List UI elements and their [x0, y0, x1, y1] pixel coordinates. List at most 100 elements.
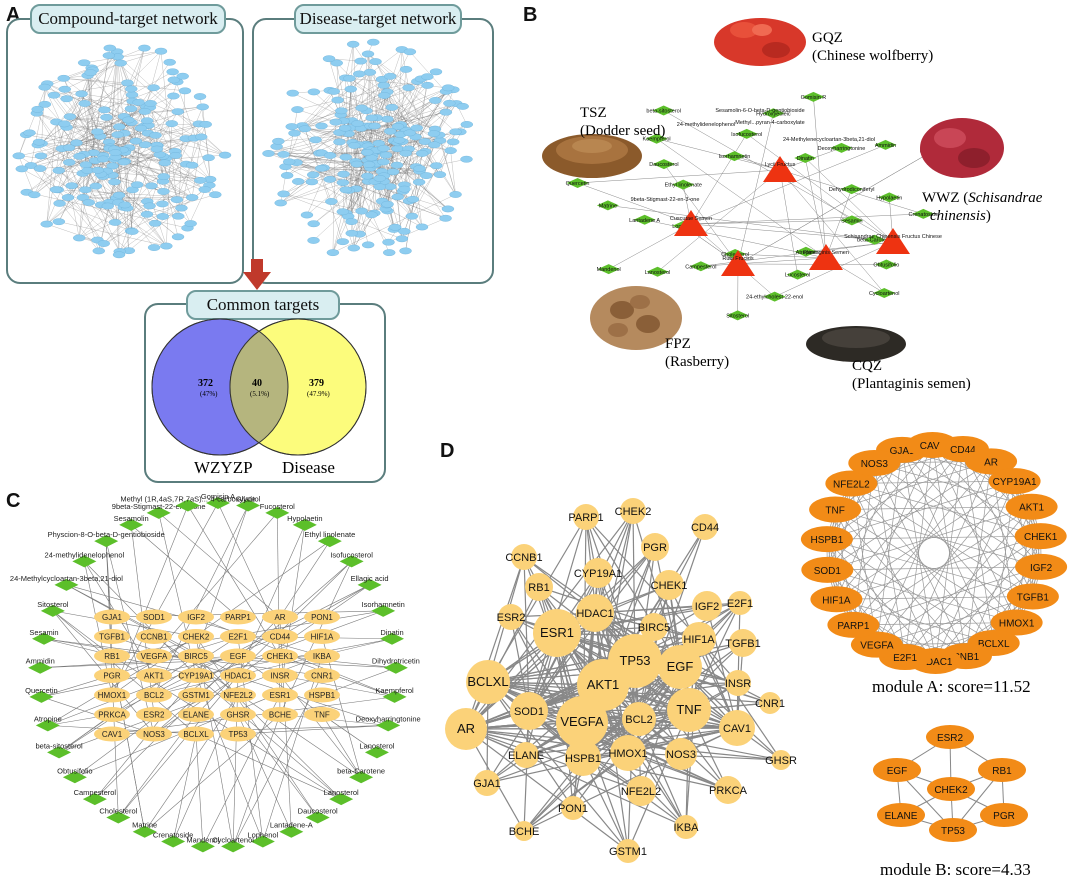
ppi-node-label: PON1: [558, 803, 588, 815]
panel-c-edge: [153, 561, 352, 735]
ppi-edge: [465, 727, 738, 730]
panel-c-edge: [41, 696, 155, 735]
venn-left-count: 372: [198, 378, 213, 389]
module-a-edge: [876, 535, 1041, 645]
module-a-edge: [853, 624, 906, 658]
module-b-node: [980, 803, 1028, 827]
ppi-edge: [597, 572, 640, 720]
ppi-edge: [528, 612, 596, 712]
ppi-edge: [465, 721, 583, 730]
ppi-edge: [556, 632, 629, 754]
module-a-edge: [834, 509, 854, 625]
module-a-edge: [901, 449, 1034, 597]
ppi-edge: [582, 709, 690, 759]
ppi-edge: [668, 584, 681, 668]
module-a-edge: [932, 444, 1015, 482]
panel-c-target-node: [304, 629, 340, 644]
module-a-edge: [904, 566, 1042, 658]
module-a-edge: [993, 481, 1015, 644]
module-a-edge: [874, 462, 1032, 508]
module-a-node-label: NFE2L2: [833, 479, 870, 490]
module-a-edge: [874, 462, 1042, 568]
module-a-edge: [1014, 480, 1041, 537]
ppi-edge: [581, 572, 599, 723]
ppi-edge: [525, 710, 530, 756]
compound-node: [922, 145, 945, 156]
panel-c-edge: [195, 655, 318, 818]
panel-c-edge: [321, 667, 396, 696]
ppi-edges: [465, 510, 782, 852]
herb-compound-edge: [805, 157, 827, 259]
panel-c-compound-label: Lantadene-A: [270, 821, 313, 830]
panel-c-compound-label: Mandenol: [186, 835, 219, 844]
panel-c-target-node: [220, 648, 256, 664]
ppi-edge: [640, 666, 681, 792]
ppi-edge: [594, 612, 604, 686]
ppi-edge: [465, 681, 489, 730]
panel-c-edge: [118, 714, 197, 818]
module-a-edge: [990, 461, 1032, 507]
compound-label: Ethyl linolenate: [665, 183, 702, 189]
ppi-edge: [528, 602, 741, 712]
compound-label: Ellagic acid: [920, 148, 948, 154]
ppi-edge: [634, 660, 681, 668]
panel-c-edge: [66, 584, 323, 657]
panel-c-compound-node: [380, 632, 405, 645]
panel-c-compound-label: Isofucosterol: [330, 550, 373, 559]
ppi-edge: [556, 632, 574, 809]
module-a-edge: [901, 449, 995, 644]
ppi-node-label: HSPB1: [565, 753, 601, 765]
ppi-edge: [594, 510, 634, 614]
panel-c-edge: [40, 655, 323, 668]
panel-c-edge: [105, 541, 113, 637]
ppi-edge: [582, 709, 690, 759]
panel-c-edge: [111, 655, 342, 800]
panel-c-compound-node: [265, 506, 290, 519]
ppi-edge: [487, 681, 690, 711]
module-a-edge: [853, 622, 1017, 626]
compound-label: Isofucosterol: [731, 132, 762, 138]
compound-node: [597, 264, 620, 275]
module-a-edge: [853, 461, 992, 626]
ppi-edge: [465, 718, 640, 730]
panel-c-edge: [94, 675, 197, 800]
ppi-edge: [528, 710, 682, 755]
ppi-edge: [594, 612, 629, 754]
ppi-edge: [638, 638, 700, 720]
ppi-node: [728, 591, 752, 615]
ppi-edge: [487, 638, 700, 683]
ppi-edge: [528, 638, 700, 712]
ppi-edge: [688, 638, 700, 711]
panel-c-edge: [153, 636, 362, 778]
panel-c-compound-label: 24-methylidenelophenol: [45, 550, 125, 559]
panel-c-compound-label: Dihydrotricetin: [372, 657, 420, 666]
module-a-node-label: AR: [984, 457, 998, 468]
ppi-edge: [465, 681, 489, 730]
ppi-edge: [627, 642, 744, 754]
ppi-edge: [556, 632, 583, 723]
panel-c-edge: [279, 675, 395, 698]
ppi-edge: [487, 612, 596, 683]
module-a-edge: [874, 462, 1017, 623]
module-a-edge: [1016, 535, 1042, 623]
ppi-edge: [582, 718, 640, 759]
compound-label: Atropine: [796, 250, 817, 256]
ppi-node: [640, 613, 668, 641]
compound-node: [878, 192, 901, 203]
ppi-edge: [602, 638, 700, 686]
ppi-edge: [465, 702, 771, 730]
panel-c-edge: [130, 524, 239, 618]
herb-compound-edge: [577, 182, 692, 225]
compound-node: [830, 142, 853, 153]
module-a-edge: [1016, 566, 1042, 623]
module-a-node-label: BCLXL: [978, 639, 1010, 650]
herb-compound-edge: [779, 147, 842, 171]
herb-gqz-name: (Chinese wolfberry): [812, 48, 934, 64]
ppi-edge: [487, 681, 729, 791]
ppi-edge: [528, 605, 708, 712]
panel-c-target-label: PON1: [311, 613, 333, 622]
panel-c-target-label: CHEK2: [183, 633, 210, 642]
ppi-edge: [638, 584, 670, 720]
ppi-edge: [465, 632, 558, 730]
panel-c-target-node: [304, 609, 340, 625]
